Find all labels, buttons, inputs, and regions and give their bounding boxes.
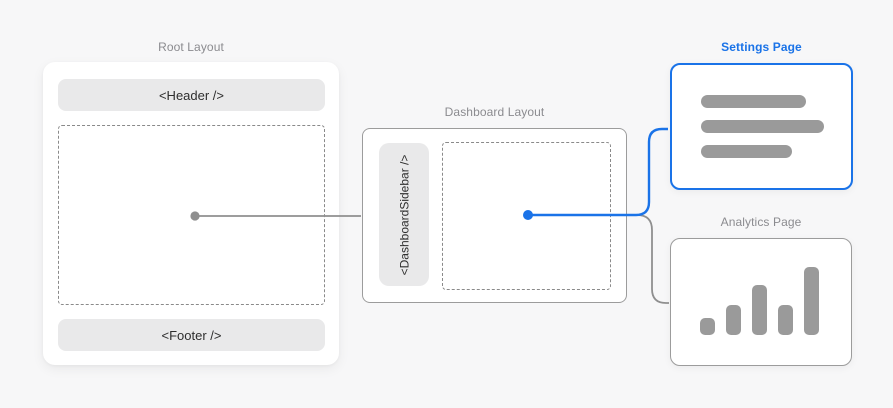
chart-bar	[778, 305, 793, 335]
dashboard-outlet-slot	[442, 142, 611, 290]
root-layout-card: <Header /> <Footer />	[43, 62, 339, 365]
chart-bar	[700, 318, 715, 335]
root-layout-title: Root Layout	[158, 40, 224, 54]
header-component-label: <Header />	[158, 87, 225, 103]
analytics-page-title: Analytics Page	[720, 215, 802, 229]
analytics-chart	[700, 267, 819, 335]
footer-component-label: <Footer />	[161, 327, 222, 343]
analytics-page-card	[670, 238, 852, 366]
skeleton-text-bar	[701, 120, 824, 133]
chart-bar	[752, 285, 767, 335]
settings-page-title: Settings Page	[721, 40, 802, 54]
dashboard-layout-card: <DashboardSidebar />	[362, 128, 627, 303]
settings-page-card	[670, 63, 853, 190]
header-component: <Header />	[58, 79, 325, 111]
chart-bar	[804, 267, 819, 335]
dashboard-sidebar-label: <DashboardSidebar />	[397, 154, 411, 275]
chart-bar	[726, 305, 741, 335]
footer-component: <Footer />	[58, 319, 325, 351]
dashboard-sidebar-component: <DashboardSidebar />	[379, 143, 429, 286]
skeleton-text-bar	[701, 95, 806, 108]
root-outlet-slot	[58, 125, 325, 305]
skeleton-text-bar	[701, 145, 792, 158]
settings-skeleton	[701, 95, 824, 158]
dashboard-layout-title: Dashboard Layout	[444, 105, 545, 119]
